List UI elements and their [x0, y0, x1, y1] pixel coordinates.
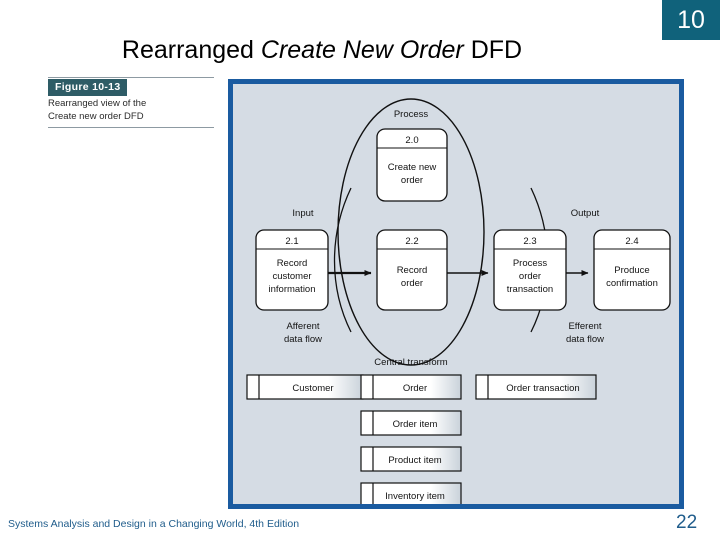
dfd-diagram-frame: Process Input Output Afferent data flow …	[228, 79, 684, 509]
figure-caption-line-2: Create new order DFD	[48, 110, 144, 122]
data-store-inventory-item-label: Inventory item	[385, 491, 445, 502]
process-node-2-2[interactable]: 2.2 Record order	[376, 229, 448, 311]
process-node-2-4-box	[593, 229, 671, 311]
region-label-afferent-line-1: Afferent	[286, 321, 319, 332]
figure-caption-text: Rearranged view of the Create new order …	[48, 98, 214, 123]
process-node-2-0-id: 2.0	[405, 135, 418, 146]
data-store-order[interactable]: Order	[360, 374, 462, 400]
region-label-central-transform: Central transform	[374, 357, 447, 368]
region-label-process: Process	[394, 109, 429, 120]
process-node-2-2-label-line-2: order	[401, 278, 423, 289]
data-store-inventory-item-box	[360, 482, 462, 504]
process-node-2-3-id: 2.3	[523, 236, 536, 247]
region-label-output: Output	[571, 208, 600, 219]
data-store-order-item[interactable]: Order item	[360, 410, 462, 436]
page-title-prefix: Rearranged	[121, 36, 261, 64]
process-node-2-1[interactable]: 2.1 Record customer information	[255, 229, 329, 311]
dfd-diagram-svg: Process Input Output Afferent data flow …	[246, 98, 671, 504]
figure-rule-bottom	[48, 127, 214, 128]
process-node-2-3-box	[493, 229, 567, 311]
data-store-order-item-label: Order item	[393, 419, 438, 430]
process-node-2-2-id: 2.2	[405, 236, 418, 247]
data-store-order-box	[360, 374, 462, 400]
data-store-product-item-box	[360, 446, 462, 472]
figure-label-row: Figure 10-13	[48, 77, 214, 96]
data-store-product-item-label: Product item	[388, 455, 441, 466]
footer-source-text: Systems Analysis and Design in a Changin…	[8, 518, 300, 530]
process-node-2-3-label-line-3: transaction	[507, 284, 553, 295]
process-node-2-1-label-line-3: information	[269, 284, 316, 295]
process-node-2-3-label-line-1: Process	[513, 258, 548, 269]
figure-rule-top	[48, 77, 214, 78]
data-store-inventory-item[interactable]: Inventory item	[360, 482, 462, 504]
process-node-2-0-label-line-2: order	[401, 175, 423, 186]
page-title-emphasis: Create New Order	[260, 36, 464, 64]
process-node-2-1-label-line-2: customer	[272, 271, 311, 282]
page-title: Rearranged Create New Order DFD	[0, 36, 644, 65]
figure-caption-block: Figure 10-13 Rearranged view of the Crea…	[48, 77, 214, 128]
process-node-2-1-id: 2.1	[285, 236, 298, 247]
process-node-2-4-label-line-2: confirmation	[606, 278, 658, 289]
process-node-2-3[interactable]: 2.3 Process order transaction	[493, 229, 567, 311]
data-store-customer[interactable]: Customer	[246, 374, 364, 400]
process-node-2-0-box	[376, 128, 448, 202]
figure-number-label: Figure 10-13	[48, 79, 128, 96]
footer-page-number: 22	[676, 512, 698, 533]
process-node-2-3-label-line-2: order	[519, 271, 541, 282]
process-node-2-2-box	[376, 229, 448, 311]
data-store-order-label: Order	[403, 383, 427, 394]
page-title-suffix: DFD	[463, 36, 523, 64]
afferent-boundary-arc	[333, 187, 352, 333]
data-store-product-item[interactable]: Product item	[360, 446, 462, 472]
dfd-diagram-canvas: Process Input Output Afferent data flow …	[233, 84, 679, 504]
process-node-2-4-id: 2.4	[625, 236, 638, 247]
data-store-order-transaction-label: Order transaction	[506, 383, 579, 394]
process-node-2-1-label-line-1: Record	[277, 258, 308, 269]
data-store-customer-label: Customer	[292, 383, 333, 394]
process-node-2-2-label-line-1: Record	[397, 265, 428, 276]
region-label-afferent-line-2: data flow	[284, 334, 322, 345]
process-node-2-0[interactable]: 2.0 Create new order	[376, 128, 448, 202]
process-node-2-0-label-line-1: Create new	[388, 162, 437, 173]
chapter-number-badge: 10	[662, 0, 720, 40]
process-node-2-1-box	[255, 229, 329, 311]
data-store-order-transaction[interactable]: Order transaction	[475, 374, 597, 400]
data-store-order-transaction-box	[475, 374, 597, 400]
region-label-efferent-line-1: Efferent	[568, 321, 601, 332]
figure-caption-line-1: Rearranged view of the	[48, 98, 147, 109]
data-store-order-item-box	[360, 410, 462, 436]
region-label-efferent-line-2: data flow	[566, 334, 604, 345]
process-node-2-4-label-line-1: Produce	[614, 265, 649, 276]
region-label-input: Input	[292, 208, 313, 219]
process-node-2-4[interactable]: 2.4 Produce confirmation	[593, 229, 671, 311]
central-transform-ellipse	[337, 98, 485, 366]
